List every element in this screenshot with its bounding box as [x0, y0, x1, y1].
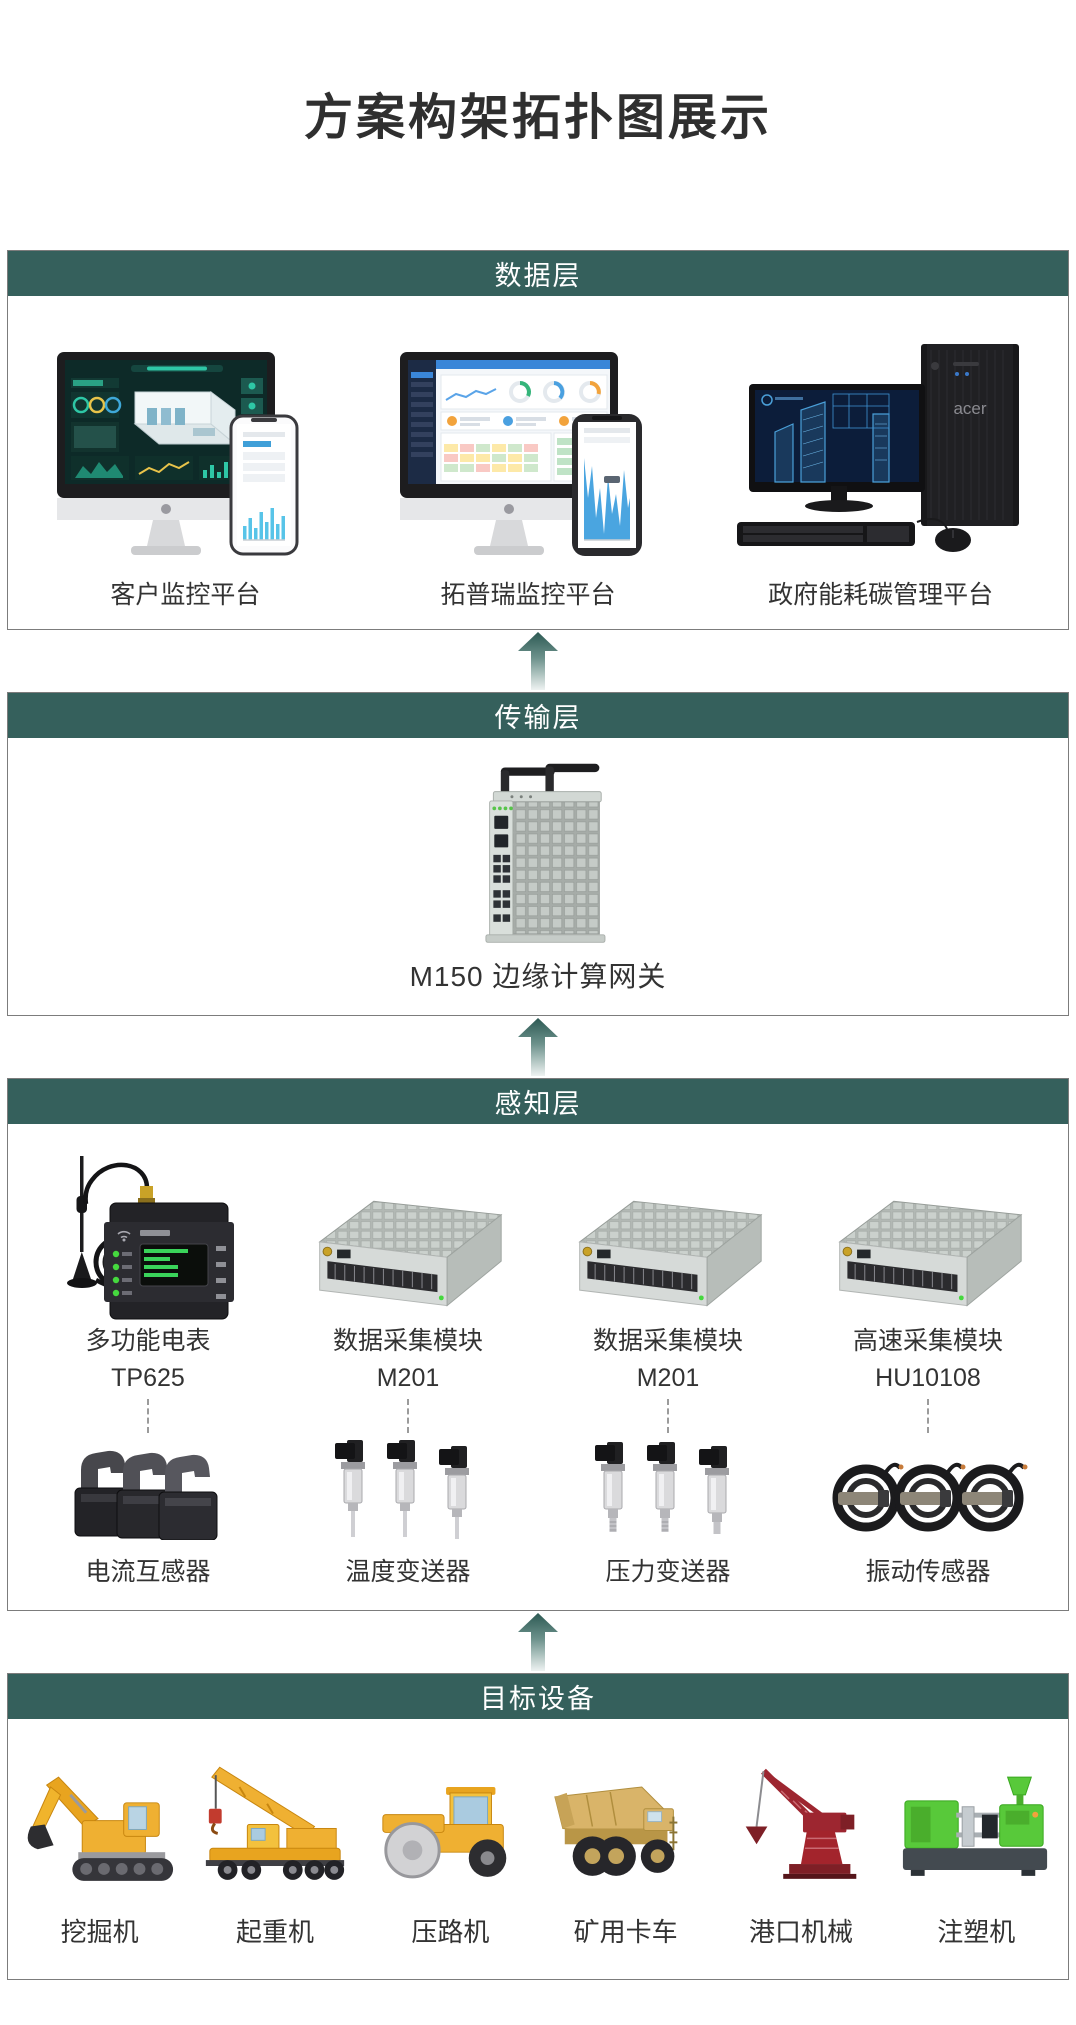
edge-gateway-icon — [448, 760, 628, 951]
machine-port-crane: 港口机械 — [713, 1757, 888, 1949]
machine-label: 注塑机 — [937, 1917, 1016, 1947]
desktop-pc-tower-icon: acer — [721, 336, 1041, 567]
machine-injection-molding: 注塑机 — [889, 1757, 1064, 1949]
toprie-platform: 拓普瑞监控平台 — [378, 348, 678, 611]
target-grid: 挖掘机 — [8, 1719, 1068, 1979]
page-title: 方案构架拓扑图展示 — [303, 91, 772, 145]
dashed-connector — [927, 1399, 929, 1433]
transmission-layer-box: 传输层 — [7, 692, 1069, 1016]
imac-phone-light-dashboard-icon — [378, 348, 678, 567]
perception-column-temp: 数据采集模块 M201 — [278, 1140, 538, 1588]
platform-label: 拓普瑞监控平台 — [440, 581, 616, 609]
device-model: TP625 — [111, 1364, 185, 1392]
machine-label: 起重机 — [235, 1917, 314, 1947]
up-arrow-icon — [518, 1613, 558, 1671]
device-name: 数据采集模块 — [332, 1327, 483, 1355]
daq-module-icon — [561, 1140, 776, 1322]
machine-label: 挖掘机 — [60, 1917, 139, 1947]
flow-arrow-zone-3 — [0, 1611, 1076, 1673]
government-platform: acer — [721, 336, 1041, 611]
sensor-label: 振动传感器 — [865, 1558, 991, 1586]
perception-layer-header: 感知层 — [8, 1079, 1068, 1124]
perception-column-pressure: 数据采集模块 M201 — [538, 1140, 798, 1588]
device-model: M201 — [376, 1364, 440, 1392]
temperature-transmitter-icon — [333, 1438, 483, 1540]
mining-truck-icon — [547, 1757, 705, 1902]
sensor-label: 电流互感器 — [85, 1558, 211, 1586]
perception-column-vibration: 高速采集模块 HU10108 — [798, 1140, 1058, 1588]
transmission-layer-header: 传输层 — [8, 693, 1068, 738]
up-arrow-icon — [518, 1018, 558, 1076]
power-meter-icon — [48, 1140, 248, 1322]
vibration-sensor-icon — [828, 1438, 1028, 1540]
truck-crane-icon — [196, 1757, 354, 1902]
device-name: 多功能电表 — [85, 1327, 211, 1355]
target-layer-header: 目标设备 — [8, 1674, 1068, 1719]
platform-label: 客户监控平台 — [110, 581, 261, 609]
current-transformer-icon — [63, 1438, 233, 1540]
gateway-block: M150 边缘计算网关 — [8, 738, 1068, 1015]
customer-platform: 客户监控平台 — [35, 348, 335, 611]
bottom-margin — [0, 1980, 1076, 2025]
device-model: M201 — [636, 1364, 700, 1392]
excavator-icon — [21, 1757, 179, 1902]
road-roller-icon — [371, 1757, 529, 1902]
platform-label: 政府能耗碳管理平台 — [768, 581, 994, 609]
dashed-connector — [667, 1399, 669, 1433]
up-arrow-icon — [518, 632, 558, 690]
perception-grid: 多功能电表 TP625 — [8, 1124, 1068, 1610]
gateway-label: M150 边缘计算网关 — [409, 961, 667, 992]
flow-arrow-zone-2 — [0, 1016, 1076, 1078]
sensor-label: 压力变送器 — [605, 1558, 731, 1586]
port-crane-icon — [722, 1757, 880, 1902]
pressure-transmitter-icon — [593, 1438, 743, 1540]
machine-label: 压路机 — [411, 1917, 490, 1947]
data-layer-box: 数据层 — [7, 250, 1069, 630]
perception-layer-box: 感知层 — [7, 1078, 1069, 1611]
injection-molding-machine-icon — [897, 1757, 1055, 1902]
machine-road-roller: 压路机 — [363, 1757, 538, 1949]
device-model: HU10108 — [875, 1364, 981, 1392]
machine-label: 港口机械 — [748, 1917, 853, 1947]
svg-text:acer: acer — [953, 399, 986, 418]
daq-module-icon — [821, 1140, 1036, 1322]
platform-row: 客户监控平台 — [8, 296, 1068, 629]
perception-column-meter: 多功能电表 TP625 — [18, 1140, 278, 1588]
data-layer-header: 数据层 — [8, 251, 1068, 296]
dashed-connector — [407, 1399, 409, 1433]
target-layer-box: 目标设备 挖掘机 — [7, 1673, 1069, 1980]
machine-crane: 起重机 — [187, 1757, 362, 1949]
machine-excavator: 挖掘机 — [12, 1757, 187, 1949]
flow-arrow-zone-1 — [0, 630, 1076, 692]
machine-label: 矿用卡车 — [573, 1917, 678, 1947]
device-name: 数据采集模块 — [592, 1327, 743, 1355]
dashed-connector — [147, 1399, 149, 1433]
machine-mining-truck: 矿用卡车 — [538, 1757, 713, 1949]
device-name: 高速采集模块 — [852, 1327, 1003, 1355]
imac-phone-dark-dashboard-icon — [35, 348, 335, 567]
sensor-label: 温度变送器 — [345, 1558, 471, 1586]
daq-module-icon — [301, 1140, 516, 1322]
